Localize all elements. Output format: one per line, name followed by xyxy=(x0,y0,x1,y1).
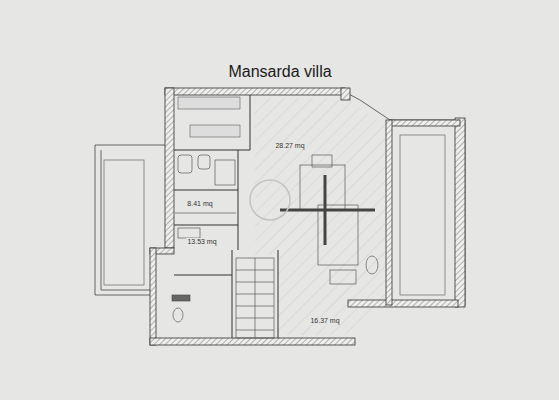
room-area: 8.41 mq xyxy=(186,200,213,207)
room-area: 28.27 mq xyxy=(274,142,305,149)
room-area: 13.53 mq xyxy=(186,238,217,245)
plan-title: Mansarda villa xyxy=(228,64,331,80)
room-area: 16.37 mq xyxy=(309,317,340,324)
